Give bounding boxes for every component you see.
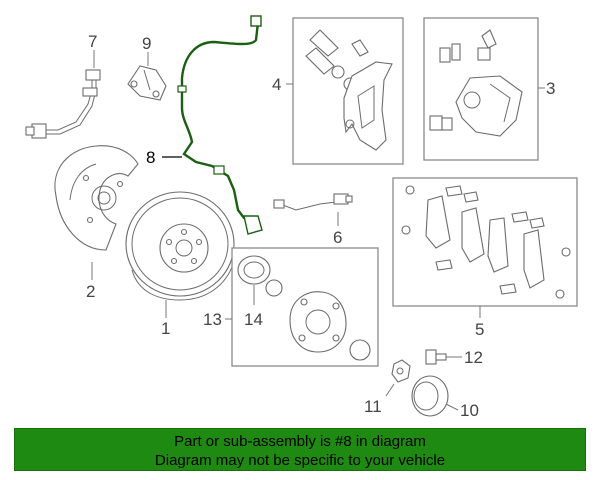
wheel-hub-part[interactable] [237, 255, 371, 361]
dust-cap-part[interactable] [411, 375, 449, 417]
pad-kit-box[interactable] [392, 177, 578, 307]
callout-5[interactable]: 5 [475, 320, 484, 339]
callout-12[interactable]: 12 [464, 348, 483, 367]
info-banner: Part or sub-assembly is #8 in diagram Di… [14, 428, 586, 471]
callout-6[interactable]: 6 [333, 228, 342, 247]
hub-bolt-part[interactable] [425, 349, 447, 365]
banner-line-2: Diagram may not be specific to your vehi… [154, 452, 446, 469]
dust-shield-part[interactable] [54, 145, 139, 251]
bracket-part[interactable] [127, 65, 167, 101]
callout-7[interactable]: 7 [88, 32, 97, 51]
brake-hose-part[interactable] [25, 69, 101, 139]
callout-14[interactable]: 14 [244, 310, 263, 329]
brake-caliper-part[interactable] [429, 29, 523, 137]
callout-11[interactable]: 11 [364, 397, 382, 416]
banner-line-1: Part or sub-assembly is #8 in diagram [174, 433, 426, 450]
callout-4[interactable]: 4 [272, 75, 281, 94]
callout-9[interactable]: 9 [142, 34, 151, 53]
callout-10[interactable]: 10 [460, 401, 479, 420]
pad-wear-sensor-part[interactable] [273, 193, 353, 211]
brake-rotor-part[interactable] [125, 191, 235, 301]
wheel-speed-sensor-part[interactable] [177, 15, 263, 235]
callout-3[interactable]: 3 [546, 79, 555, 98]
callout-1[interactable]: 1 [161, 319, 170, 338]
brake-pads-part[interactable] [401, 185, 571, 299]
axle-nut-part[interactable] [391, 359, 411, 383]
caliper-support-part[interactable] [305, 29, 393, 151]
callout-2[interactable]: 2 [86, 282, 95, 301]
callout-8[interactable]: 8 [146, 148, 155, 167]
callout-13[interactable]: 13 [203, 310, 222, 329]
